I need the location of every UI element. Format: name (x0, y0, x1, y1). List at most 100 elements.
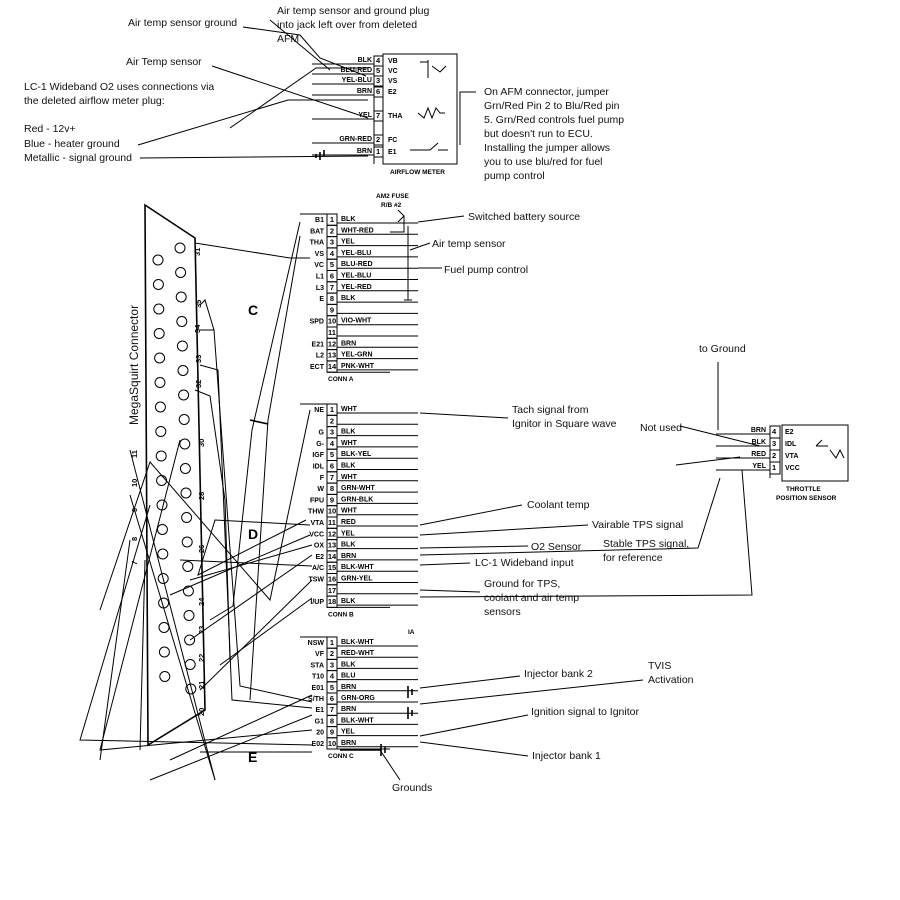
tps-wire-color: BLK (752, 439, 766, 446)
afm-pin-number: 1 (376, 147, 380, 156)
label-injector-bank-1: Injector bank 1 (532, 750, 601, 762)
tps-vta-wire (675, 456, 741, 466)
conn_b-wire-color: BLK (341, 429, 355, 436)
db37-pin-number: 21 (197, 681, 206, 689)
db37-hole-outer-row (174, 242, 186, 254)
conn_b-pin-number: 4 (330, 439, 335, 448)
db37-hole-outer-row (179, 463, 191, 474)
conn-b-extra-mark: IA (408, 629, 415, 636)
conn_b-pin-row: 2 (326, 414, 418, 428)
conn_b-pin-name: TSW (308, 577, 324, 584)
conn_a-pin-name: SPD (310, 319, 324, 326)
db37-hole-outer-row (182, 585, 194, 597)
conn_a-wire-color: WHT-RED (341, 227, 374, 234)
db37-hole-inner-row (154, 352, 166, 364)
conn_a-pin-name: VC (314, 262, 324, 269)
conn_a-label: CONN A (328, 376, 354, 383)
afm-pin-name: E1 (388, 149, 397, 156)
conn_a-pin-number: 3 (330, 238, 334, 247)
fuse-label-1: AM2 FUSE (376, 193, 410, 200)
wire-vta (169, 534, 311, 596)
db37-pin-number: 24 (197, 597, 206, 606)
conn_c-label: CONN C (328, 753, 354, 760)
label-variable-tps: Vairable TPS signal (592, 519, 683, 531)
conn_c-pin-name: T10 (312, 674, 324, 681)
conn_a-wire-color: PNK-WHT (341, 363, 375, 370)
callout-red-12v: Red - 12v+ (24, 123, 76, 135)
db37-hole-inner-row (158, 622, 170, 633)
tps-pin-number: 3 (772, 439, 776, 448)
conn_c-wire-color: BLK (341, 661, 355, 668)
conn_a-pin-number: 7 (330, 283, 334, 292)
db37-hole-inner-row (153, 328, 165, 339)
conn_c-pin-number: 6 (330, 694, 334, 703)
callout-jumper-l4: but doesn't run to ECU. (484, 128, 593, 140)
conn_b-pin-row: 17 (326, 584, 418, 597)
wire-pin10 (129, 494, 216, 781)
conn_a-wire-color: BRN (341, 340, 356, 347)
conn_b-wire-color: WHT (341, 440, 358, 447)
afm-pin-name: THA (388, 113, 402, 120)
conn_b-pin-name: G (319, 430, 325, 437)
megasquirt-connector: MegaSquirt Connector 3135343332302826242… (127, 203, 269, 765)
conn_b-pin-number: 9 (330, 495, 334, 504)
db37-pin-number: 31 (193, 248, 202, 256)
conn_c-wire-color: YEL (341, 729, 355, 736)
wire-e2 (179, 559, 313, 567)
db37-hole-outer-row (175, 267, 187, 278)
conn_a-pin-number: 13 (328, 351, 336, 360)
wire-pin33 (199, 364, 313, 709)
wire-e01 (169, 694, 313, 761)
db37-hole-outer-row (185, 683, 197, 695)
conn_c-pin-name: 20 (316, 730, 324, 737)
tps-not-used-leader (679, 425, 761, 447)
label-ground-2: coolant and air temp (484, 592, 579, 604)
conn_a-wire-color: BLK (341, 295, 355, 302)
afm-pin-number: 5 (376, 66, 380, 75)
conn_b-pin-number: 16 (328, 575, 336, 584)
conn_b-pin-name: OX (314, 543, 324, 550)
callout-metallic-ground: Metallic - signal ground (24, 152, 132, 164)
tps-pin-name: VCC (785, 465, 800, 472)
label-o2-sensor: O2 Sensor (531, 541, 582, 553)
label-stable-tps-2: for reference (603, 552, 663, 564)
conn_c-pin-name: E1 (315, 707, 324, 714)
conn_b-label: CONN B (328, 611, 354, 618)
conn_b-wire-color: BLK (341, 598, 355, 605)
tps-pin-number: 2 (772, 451, 776, 460)
db37-pin-number: 33 (194, 355, 203, 363)
section-c-letter: C (248, 302, 258, 318)
conn_b-pin-name: FPU (310, 497, 324, 504)
leader-stable-tps (419, 477, 721, 556)
conn_a-pin-name: ECT (310, 364, 325, 371)
wire-g1 (99, 439, 313, 751)
conn_c-wire-color: BLK-WHT (341, 639, 374, 646)
conn_a-pin-name: THA (310, 240, 324, 247)
conn_a-wire-color: YEL (341, 239, 355, 246)
conn_c-wire-color: BLU (341, 673, 355, 680)
afm-pin-name: VB (388, 58, 398, 65)
afm-pin-name: FC (388, 137, 397, 144)
db37-hole-outer-row (180, 487, 192, 499)
afm-caption: AIRFLOW METER (390, 169, 445, 176)
wire-thw (197, 519, 311, 576)
db37-pin-number: 28 (197, 492, 206, 500)
conn_c-wire-color: BRN (341, 684, 356, 691)
db37-hole-inner-row (157, 573, 169, 584)
conn_a-pin-name: L3 (316, 285, 324, 292)
